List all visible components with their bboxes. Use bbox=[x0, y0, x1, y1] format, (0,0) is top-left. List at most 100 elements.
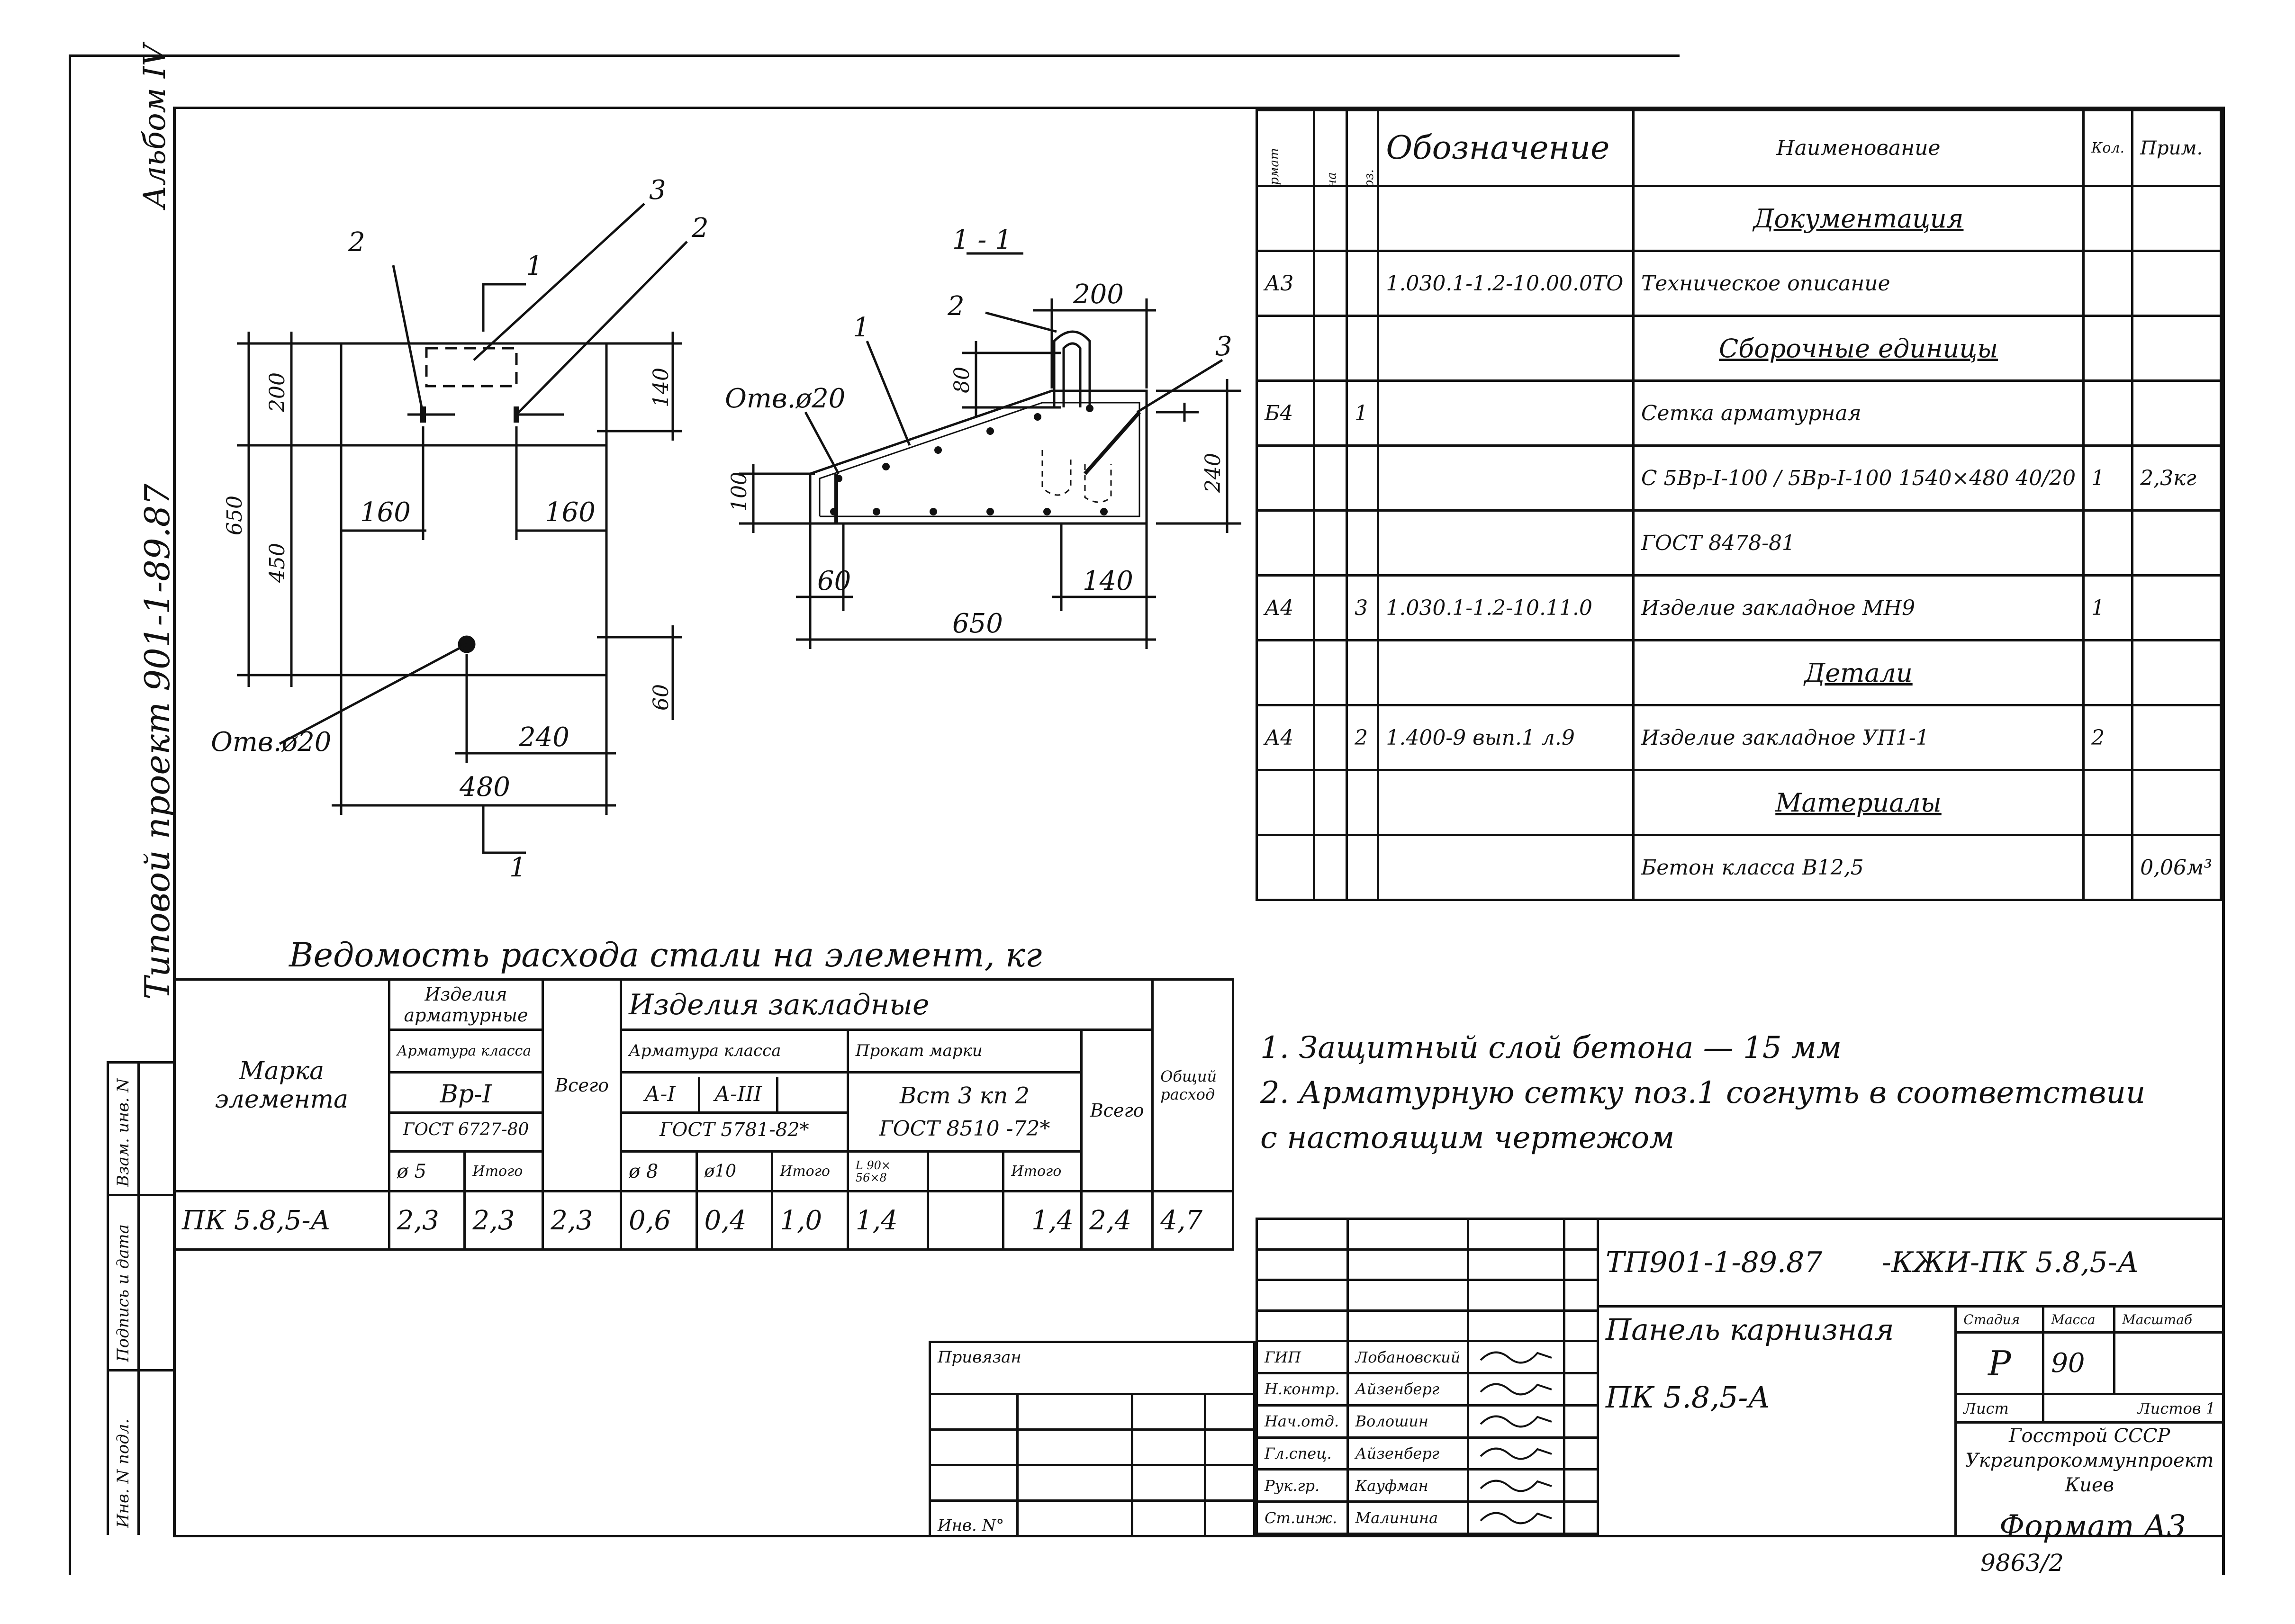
spec-cell-d bbox=[1377, 379, 1635, 447]
steel-h-phi8: ø 8 bbox=[620, 1150, 698, 1193]
signer-role: ГИП bbox=[1256, 1340, 1349, 1375]
sdim-60: 60 bbox=[817, 566, 851, 596]
spec-cell-k bbox=[2082, 315, 2134, 382]
signature-row: Нач.отд.Волошин bbox=[1256, 1404, 1599, 1439]
spec-cell-p bbox=[1346, 185, 1380, 252]
signer-role: Н.контр. bbox=[1256, 1372, 1349, 1407]
steel-h-reinf: Изделия арматурные bbox=[388, 978, 544, 1031]
spec-cell-p bbox=[1346, 315, 1380, 382]
plan-pos-2b: 2 bbox=[691, 213, 709, 244]
format-label: Формат А3 bbox=[1999, 1509, 2187, 1544]
spec-cell-m bbox=[2131, 509, 2222, 577]
stamp-sheets: Листов 1 bbox=[2042, 1393, 2224, 1424]
signer-role: Нач.отд. bbox=[1256, 1404, 1349, 1439]
steel-itogo2: 1,0 bbox=[771, 1190, 849, 1251]
steel-h-phi10: ø10 bbox=[695, 1150, 774, 1193]
signer-name: Айзенберг bbox=[1346, 1436, 1470, 1471]
spec-h-qty: Кол. bbox=[2082, 109, 2134, 187]
sect-hole-label: Отв.ø20 bbox=[725, 383, 845, 414]
dim-160b: 160 bbox=[545, 497, 596, 528]
dim-160a: 160 bbox=[360, 497, 411, 528]
inv-label: Инв. N° bbox=[929, 1499, 1019, 1537]
spec-cell-m bbox=[2131, 185, 2222, 252]
steel-vsego1: 2,3 bbox=[542, 1190, 623, 1251]
spec-cell-z bbox=[1312, 769, 1348, 836]
stamp-name: Панель карнизная bbox=[1606, 1312, 1894, 1347]
steel-h-reinf-class: Арматура класса bbox=[388, 1029, 544, 1074]
spec-cell-k: 1 bbox=[2082, 444, 2134, 512]
stamp-code2: -КЖИ-ПК 5.8,5-А bbox=[1881, 1246, 2139, 1279]
steel-phi8: 0,6 bbox=[620, 1190, 698, 1251]
stamp-org3: Киев bbox=[2065, 1474, 2114, 1496]
steel-mark: ПК 5.8,5-А bbox=[173, 1190, 390, 1251]
spec-cell-k bbox=[2082, 379, 2134, 447]
sdim-200: 200 bbox=[1073, 279, 1124, 310]
steel-h-arm-class: Арматура класса bbox=[620, 1029, 849, 1074]
spec-h-format: Формат bbox=[1256, 109, 1315, 187]
signature-row: Рук.гр.Кауфман bbox=[1256, 1468, 1599, 1503]
signer-name: Волошин bbox=[1346, 1404, 1470, 1439]
steel-h-a1: А-I bbox=[623, 1077, 701, 1112]
steel-statement-title: Ведомость расхода стали на элемент, кг bbox=[289, 936, 1042, 974]
steel-h-vst: Вст 3 кп 2 bbox=[899, 1082, 1030, 1109]
sect-pos-2: 2 bbox=[947, 291, 965, 322]
stamp-scale-h: Масштаб bbox=[2113, 1305, 2224, 1334]
spec-cell-z bbox=[1312, 639, 1348, 706]
panel-plan-outline bbox=[340, 342, 608, 677]
steel-h-reinf-grade: Вр-I bbox=[391, 1077, 541, 1114]
spec-h-name: Наименование bbox=[1632, 109, 2085, 187]
spec-cell-d bbox=[1377, 185, 1635, 252]
signer-role: Гл.спец. bbox=[1256, 1436, 1349, 1471]
stamp-stage: Р bbox=[1954, 1331, 2045, 1395]
spec-cell-k bbox=[2082, 509, 2134, 577]
section-1-1-label: 1 - 1 bbox=[952, 225, 1012, 255]
spec-h-pos: Поз. bbox=[1346, 109, 1380, 187]
spec-row: Детали bbox=[1256, 639, 2222, 706]
spec-cell-k bbox=[2082, 639, 2134, 706]
spec-cell-p bbox=[1346, 834, 1380, 901]
frame-top bbox=[173, 107, 2224, 109]
stamp-name2: ПК 5.8,5-А bbox=[1606, 1380, 1771, 1415]
steel-phi10: 0,4 bbox=[695, 1190, 774, 1251]
margin-box-line bbox=[107, 1369, 175, 1371]
margin-box-line bbox=[107, 1194, 175, 1196]
dim-480: 480 bbox=[459, 772, 510, 803]
frame-bottom bbox=[173, 1535, 2224, 1537]
spec-cell-f: А4 bbox=[1256, 704, 1315, 771]
spec-cell-d: 1.030.1-1.2-10.00.0ТО bbox=[1377, 250, 1635, 317]
spec-cell-p bbox=[1346, 250, 1380, 317]
dim-140v: 140 bbox=[649, 368, 673, 407]
note-2: 2. Арматурную сетку поз.1 согнуть в соот… bbox=[1260, 1075, 2146, 1110]
signature bbox=[1467, 1340, 1566, 1375]
steel-angle: 1,4 bbox=[846, 1190, 930, 1251]
spec-row: Материалы bbox=[1256, 769, 2222, 836]
spec-row: ГОСТ 8478-81 bbox=[1256, 509, 2222, 577]
spec-cell-d: 1.400-9 вып.1 л.9 bbox=[1377, 704, 1635, 771]
note-1: 1. Защитный слой бетона — 15 мм bbox=[1260, 1030, 1842, 1065]
dim-60v: 60 bbox=[649, 684, 673, 711]
specification-table: Формат Зона Поз. Обозначение Наименовани… bbox=[1256, 109, 2222, 901]
signature-row: Гл.спец.Айзенберг bbox=[1256, 1436, 1599, 1471]
spec-cell-z bbox=[1312, 574, 1348, 641]
spec-cell-f bbox=[1256, 834, 1315, 901]
spec-cell-p bbox=[1346, 639, 1380, 706]
spec-cell-z bbox=[1312, 250, 1348, 317]
spec-cell-n: Детали bbox=[1632, 639, 2085, 706]
spec-cell-n: ГОСТ 8478-81 bbox=[1632, 509, 2085, 577]
sdim-650: 650 bbox=[952, 608, 1003, 639]
stamp-code: ТП901-1-89.87 bbox=[1606, 1246, 1823, 1279]
spec-cell-f bbox=[1256, 444, 1315, 512]
signer-name: Малинина bbox=[1346, 1500, 1470, 1535]
spec-row: Документация bbox=[1256, 185, 2222, 252]
spec-cell-n: Бетон класса В12,5 bbox=[1632, 834, 2085, 901]
signature bbox=[1467, 1372, 1566, 1407]
note-3: с настоящим чертежом bbox=[1260, 1120, 1675, 1155]
sdim-100v: 100 bbox=[727, 472, 751, 512]
spec-cell-m bbox=[2131, 250, 2222, 317]
signature bbox=[1467, 1436, 1566, 1471]
stamp-org1: Госстрой СССР bbox=[2009, 1425, 2170, 1447]
spec-cell-z bbox=[1312, 315, 1348, 382]
steel-vsego2: 2,4 bbox=[1080, 1190, 1154, 1251]
